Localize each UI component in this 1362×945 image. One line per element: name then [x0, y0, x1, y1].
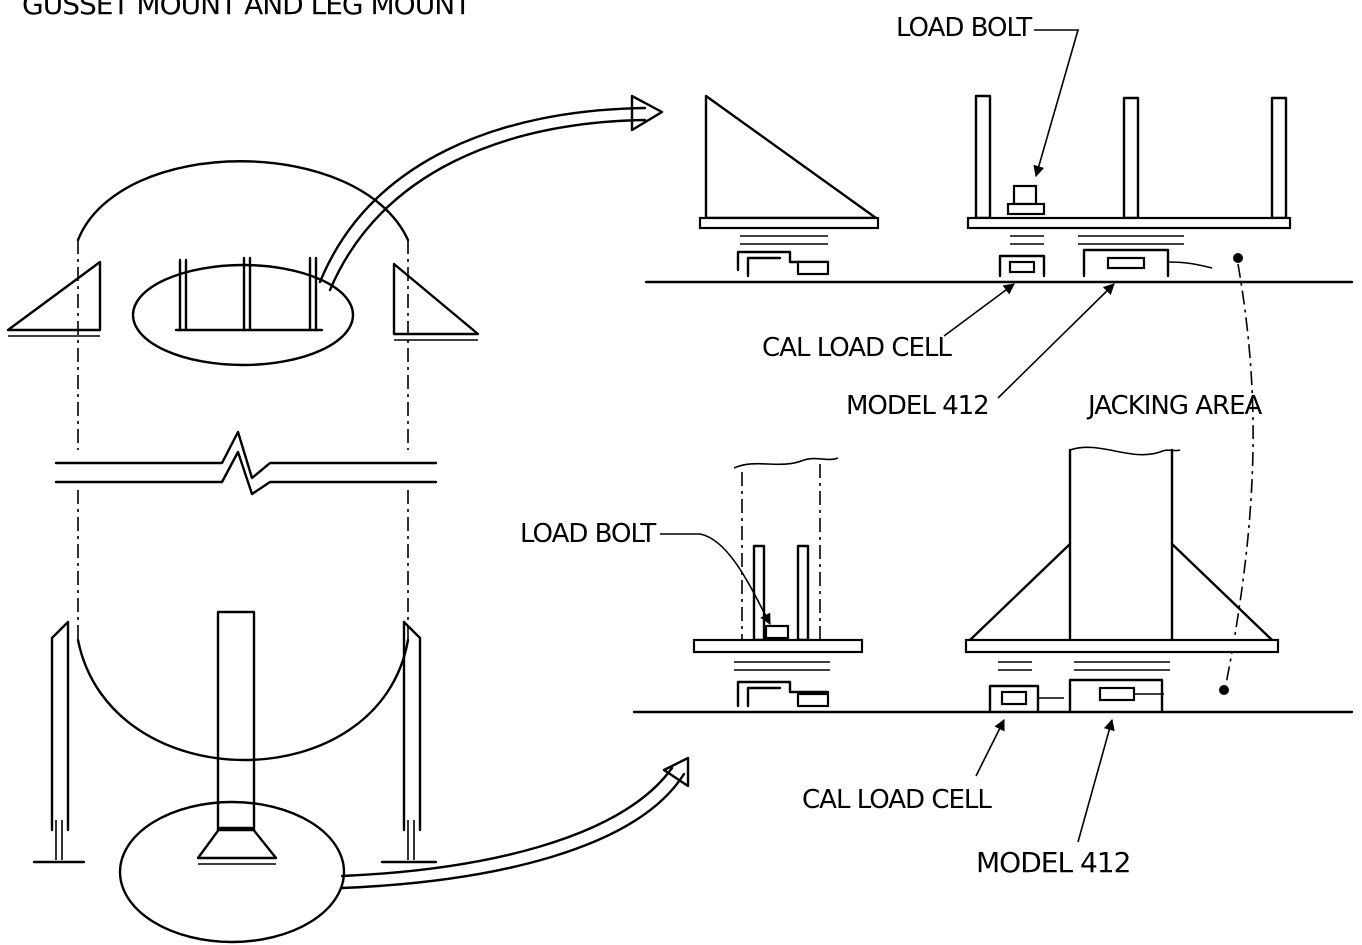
- leader-model-412-top: [997, 283, 1115, 399]
- jacking-area-dot-top: [1233, 253, 1243, 263]
- jacking-area-dot-bottom: [1219, 685, 1229, 695]
- tank-leg-right: [380, 620, 438, 864]
- tank-leg-left: [32, 620, 86, 864]
- label-cal-load-cell-bottom: CAL LOAD CELL: [802, 785, 992, 815]
- callout-arrow-gusset: [318, 94, 664, 292]
- label-cal-load-cell-top: CAL LOAD CELL: [762, 333, 952, 363]
- top-left-gusset: [698, 94, 880, 278]
- label-load-bolt-bottom: LOAD BOLT: [520, 519, 656, 549]
- label-load-bolt-top: LOAD BOLT: [896, 13, 1032, 43]
- leader-cal-load-cell-top: [943, 283, 1015, 337]
- leader-load-bolt-top: [1033, 29, 1080, 178]
- tank-gusset-left: [6, 260, 102, 337]
- diagram-title: GUSSET MOUNT AND LEG MOUNT: [22, 0, 472, 21]
- leader-load-bolt-bottom: [660, 533, 771, 625]
- label-jacking-area: JACKING AREA: [1086, 391, 1263, 421]
- jacking-area-leader: [1225, 263, 1254, 685]
- tank-leg-center: [196, 610, 278, 865]
- leader-model-412-bottom: [1077, 718, 1115, 843]
- label-model-412-bottom: MODEL 412: [976, 846, 1130, 879]
- top-right-bracket: [966, 94, 1292, 278]
- gusset-callout-ellipse: [131, 263, 355, 367]
- label-model-412-top: MODEL 412: [846, 391, 989, 421]
- tank-vessel: [76, 160, 410, 762]
- break-symbol: [54, 430, 438, 496]
- leg-callout-ellipse: [118, 800, 346, 944]
- leader-cal-load-cell-bottom: [975, 718, 1005, 777]
- tank-gusset-right: [392, 262, 480, 341]
- bottom-right-leg: [964, 446, 1280, 712]
- bottom-left-leg: [692, 457, 864, 708]
- callout-arrow-leg: [340, 756, 690, 890]
